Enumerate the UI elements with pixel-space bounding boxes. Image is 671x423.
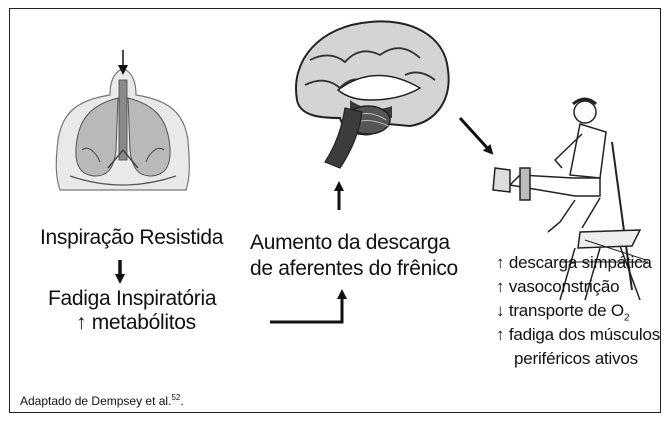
effect-active-muscles: periféricos ativos [514, 349, 638, 368]
arrow-elbow [270, 300, 344, 324]
effect-vasoconstriction: ↑ vasoconstrição [496, 277, 620, 296]
effect-o2-transport: ↓ transporte de O2 [496, 301, 630, 324]
arrow-diagonal [458, 116, 494, 155]
citation: Adaptado de Dempsey et al.52. [20, 393, 184, 408]
brain-illustration [295, 20, 450, 169]
figure-frame [9, 8, 661, 413]
metabolites-label: ↑ metabólitos [76, 311, 196, 334]
torso-lungs-illustration [55, 50, 190, 191]
seated-leg-exercise-illustration [492, 97, 648, 301]
effect-muscle-fatigue: ↑ fadiga dos músculos [496, 325, 660, 344]
inspiratory-fatigue-label: Fadiga Inspiratória [48, 287, 217, 310]
resisted-inspiration-label: Inspiração Resistida [40, 226, 224, 249]
effect-sympathetic: ↑ descarga simpática [496, 253, 652, 272]
afferent-discharge-line1: Aumento da descarga [250, 231, 450, 254]
afferent-discharge-line2: de aferentes do frênico [250, 257, 458, 280]
